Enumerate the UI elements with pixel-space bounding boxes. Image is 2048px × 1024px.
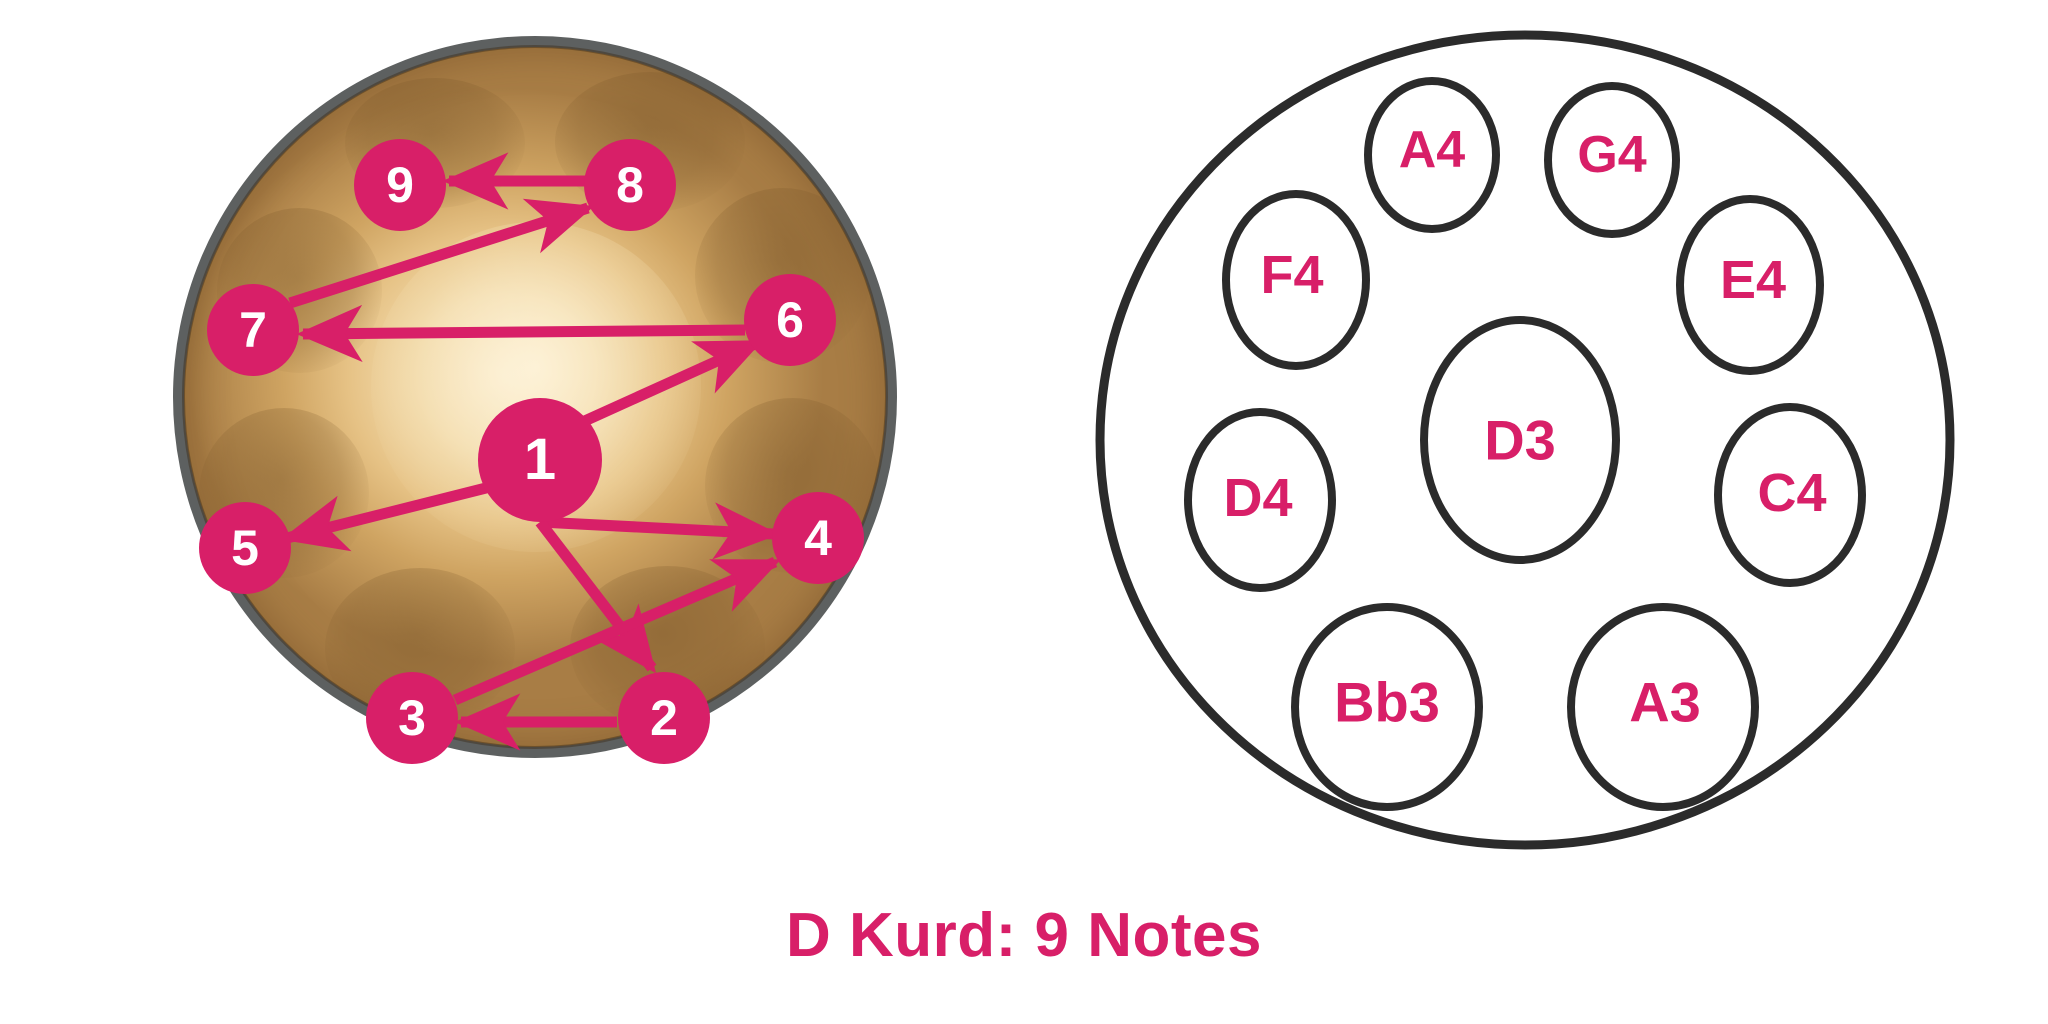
shell-outline xyxy=(1095,30,1955,850)
note-label-a3: A3 xyxy=(1629,670,1701,734)
arrow-1-to-5 xyxy=(280,481,492,552)
note-ellipse-a3[interactable] xyxy=(1567,603,1759,811)
handpan-inner-edge xyxy=(182,45,888,749)
note-layout-outlines xyxy=(1095,30,1955,850)
note-ellipse-d3[interactable] xyxy=(1420,316,1620,564)
note-label-f4: F4 xyxy=(1260,245,1324,305)
order-marker-label: 6 xyxy=(776,292,804,348)
note-label-bb3: Bb3 xyxy=(1334,670,1440,734)
order-marker-2[interactable]: 2 xyxy=(618,672,710,764)
diagram-caption: D Kurd: 9 Notes xyxy=(786,901,1262,970)
note-ellipse-a4[interactable] xyxy=(1364,77,1500,233)
order-marker-label: 7 xyxy=(239,302,267,358)
order-marker-4[interactable]: 4 xyxy=(772,492,864,584)
note-label-a4: A4 xyxy=(1398,121,1466,179)
arrow-7-to-8 xyxy=(288,198,595,309)
arrow-3-to-4 xyxy=(452,556,782,706)
note-label-d3: D3 xyxy=(1484,408,1556,472)
order-marker-8[interactable]: 8 xyxy=(584,139,676,231)
note-ellipse-c4[interactable] xyxy=(1714,403,1866,587)
note-ellipse-f4[interactable] xyxy=(1222,190,1370,370)
order-marker-label: 9 xyxy=(386,157,414,213)
note-layout-panel: D3 A4 G4 F4 E4 D4 C4 Bb3 A3 xyxy=(1020,0,2048,900)
order-marker-label: 3 xyxy=(398,690,426,746)
note-ellipse-e4[interactable] xyxy=(1676,195,1824,375)
note-label-e4: E4 xyxy=(1719,250,1787,310)
note-ellipse-d4[interactable] xyxy=(1184,408,1336,592)
arrow-1-to-2 xyxy=(535,518,657,674)
order-marker-7[interactable]: 7 xyxy=(207,284,299,376)
note-label-d4: D4 xyxy=(1223,468,1293,528)
order-marker-6[interactable]: 6 xyxy=(744,274,836,366)
order-marker-label: 1 xyxy=(523,427,557,492)
order-marker-label: 2 xyxy=(650,690,678,746)
order-marker-label: 5 xyxy=(231,520,259,576)
handpan-photo-panel: 1 2 3 4 5 6 7 8 9 xyxy=(0,0,1020,900)
arrow-6-to-7 xyxy=(296,304,746,363)
handpan-rim xyxy=(173,36,897,758)
arrow-1-to-4 xyxy=(539,502,780,560)
order-marker-label: 4 xyxy=(804,510,832,566)
order-marker-1[interactable]: 1 xyxy=(478,398,602,522)
order-marker-label: 8 xyxy=(616,157,644,213)
note-ellipse-bb3[interactable] xyxy=(1291,603,1483,811)
note-label-g4: G4 xyxy=(1577,126,1647,184)
order-marker-9[interactable]: 9 xyxy=(354,139,446,231)
order-marker-3[interactable]: 3 xyxy=(366,672,458,764)
playing-order-arrows xyxy=(280,152,782,751)
note-ellipse-g4[interactable] xyxy=(1544,82,1680,238)
note-label-c4: C4 xyxy=(1757,463,1827,523)
order-marker-5[interactable]: 5 xyxy=(199,502,291,594)
arrow-1-to-6 xyxy=(575,337,764,430)
